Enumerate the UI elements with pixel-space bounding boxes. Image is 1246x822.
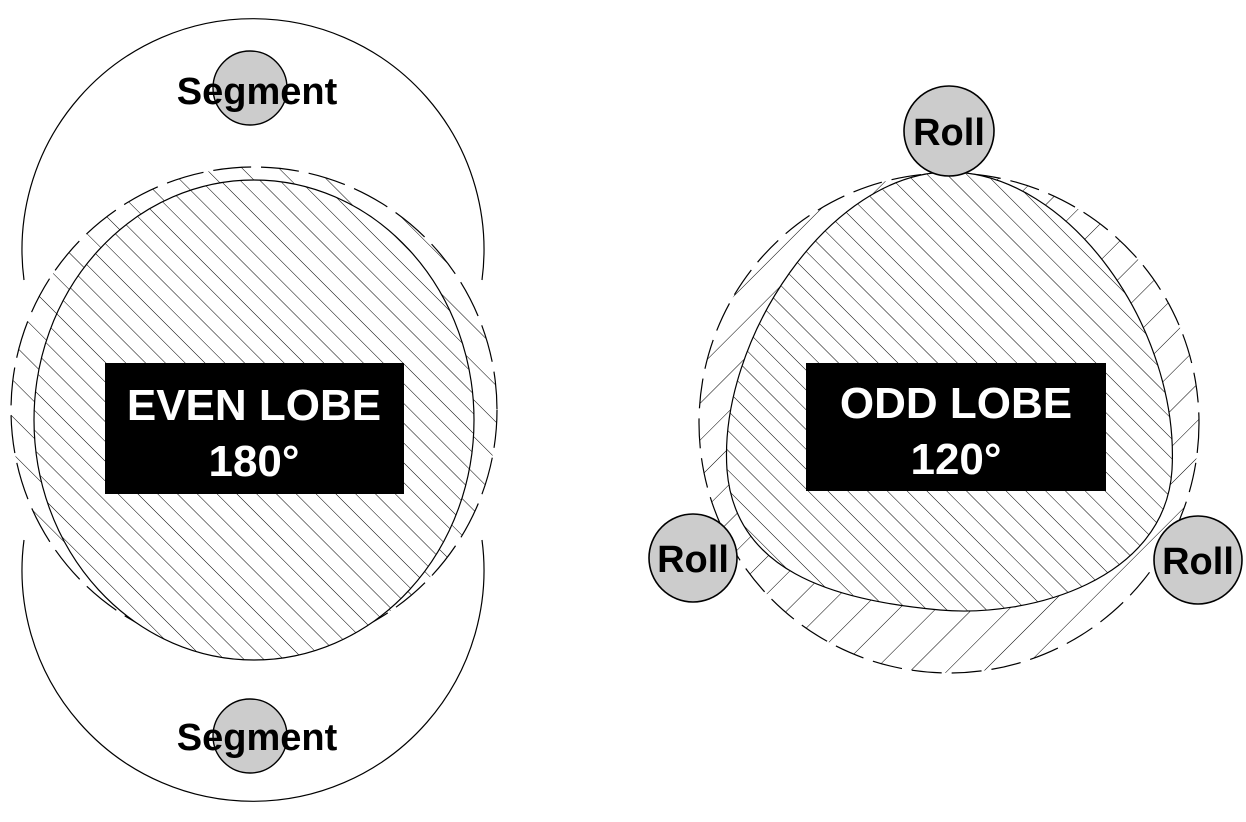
even-lobe-group: Segment Segment EVEN LOBE 180° bbox=[10, 18, 498, 802]
even-label-line2: 180° bbox=[208, 437, 299, 486]
odd-left-roll bbox=[648, 513, 738, 603]
odd-right-roll bbox=[1153, 515, 1243, 605]
even-label-box bbox=[105, 363, 404, 494]
even-top-pad bbox=[212, 50, 288, 126]
even-top-segment-label: Segment bbox=[177, 71, 338, 113]
odd-label-box bbox=[806, 363, 1106, 491]
odd-top-roll bbox=[903, 85, 995, 177]
odd-right-roll-label: Roll bbox=[1162, 541, 1234, 583]
even-bottom-segment-label: Segment bbox=[177, 717, 338, 759]
even-bottom-pad bbox=[212, 698, 288, 774]
even-label-line1: EVEN LOBE bbox=[127, 381, 381, 430]
odd-left-roll-label: Roll bbox=[657, 539, 729, 581]
odd-label-line2: 120° bbox=[910, 435, 1001, 484]
odd-top-roll-label: Roll bbox=[913, 112, 985, 154]
odd-lobe-group: Roll Roll Roll ODD LOBE 120° bbox=[648, 85, 1243, 674]
odd-label-line1: ODD LOBE bbox=[840, 379, 1072, 428]
